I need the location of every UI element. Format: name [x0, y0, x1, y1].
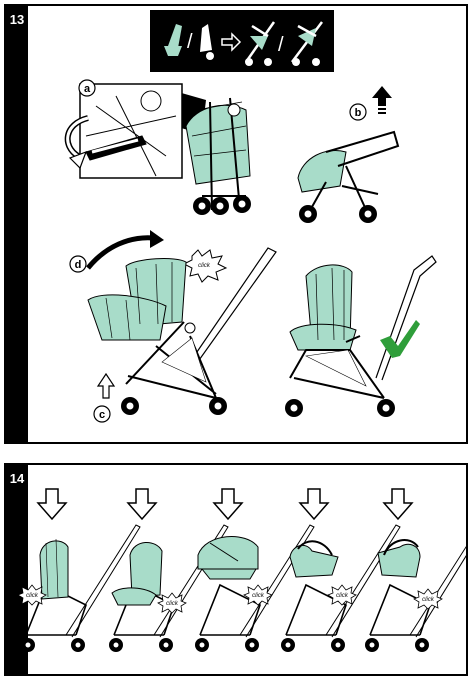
arrow-up-icon	[372, 86, 392, 114]
arrow-right-icon	[221, 32, 242, 52]
step-number: 14	[9, 471, 25, 486]
step-13-panel: 13 /	[4, 4, 468, 444]
seat-unit-variant-1: click	[17, 488, 141, 653]
click-label: click	[252, 593, 265, 599]
svg-text:/: /	[187, 31, 193, 53]
click-burst-icon: click	[413, 588, 443, 610]
assembled-stroller	[285, 255, 437, 417]
svg-text:/: /	[278, 34, 284, 56]
carrycot-icon	[197, 536, 259, 580]
curved-arrow-icon	[86, 230, 164, 270]
click-burst-icon: click	[17, 584, 47, 606]
step-13-illustration: / /	[64, 10, 437, 423]
click-burst-icon: click	[182, 249, 228, 283]
callout-a-label: a	[84, 83, 91, 95]
car-seat-icon	[200, 24, 214, 60]
arrow-down-icon	[37, 488, 67, 520]
stroller-icon	[244, 21, 276, 66]
stroller-icon	[291, 21, 323, 66]
car-seat-icon	[289, 540, 339, 578]
callout-d-label: d	[75, 259, 82, 271]
step-number-bar: 13	[6, 6, 28, 442]
carrycot-variant: click	[194, 488, 315, 653]
callout-b-label: b	[355, 107, 362, 119]
car-seat-icon	[377, 539, 421, 578]
click-burst-icon: click	[327, 584, 357, 606]
step-number-bar: 14	[6, 465, 28, 674]
arrow-down-icon	[383, 488, 413, 520]
click-label: click	[336, 593, 349, 599]
car-seat-variant-2: click	[364, 488, 466, 653]
seat-unit-variant-2: click	[108, 488, 229, 653]
rotate-arrow-icon	[64, 115, 89, 170]
click-label: click	[166, 601, 179, 607]
step-number: 13	[9, 12, 25, 27]
callout-c-label: c	[99, 409, 105, 421]
step-14-illustration: click click click	[17, 488, 466, 653]
arrow-up-icon	[96, 372, 116, 399]
click-burst-icon: click	[243, 584, 273, 606]
arrow-down-icon	[213, 488, 243, 520]
callout-d-detail: d click c	[69, 230, 277, 423]
checkmark-icon	[380, 320, 420, 358]
folded-stroller	[185, 97, 251, 215]
callout-b-detail: b	[297, 86, 400, 223]
click-label: click	[198, 263, 211, 269]
click-burst-icon: click	[157, 592, 187, 614]
click-label: click	[26, 593, 39, 599]
click-label: click	[422, 597, 435, 603]
arrow-down-icon	[127, 488, 157, 520]
step-14-panel: 14 click	[4, 463, 468, 676]
arrow-down-icon	[299, 488, 329, 520]
callout-a-detail: a	[64, 79, 206, 179]
seat-unit-icon	[164, 24, 182, 56]
car-seat-variant-1: click	[280, 488, 401, 653]
header-icon-box: / /	[150, 10, 334, 72]
